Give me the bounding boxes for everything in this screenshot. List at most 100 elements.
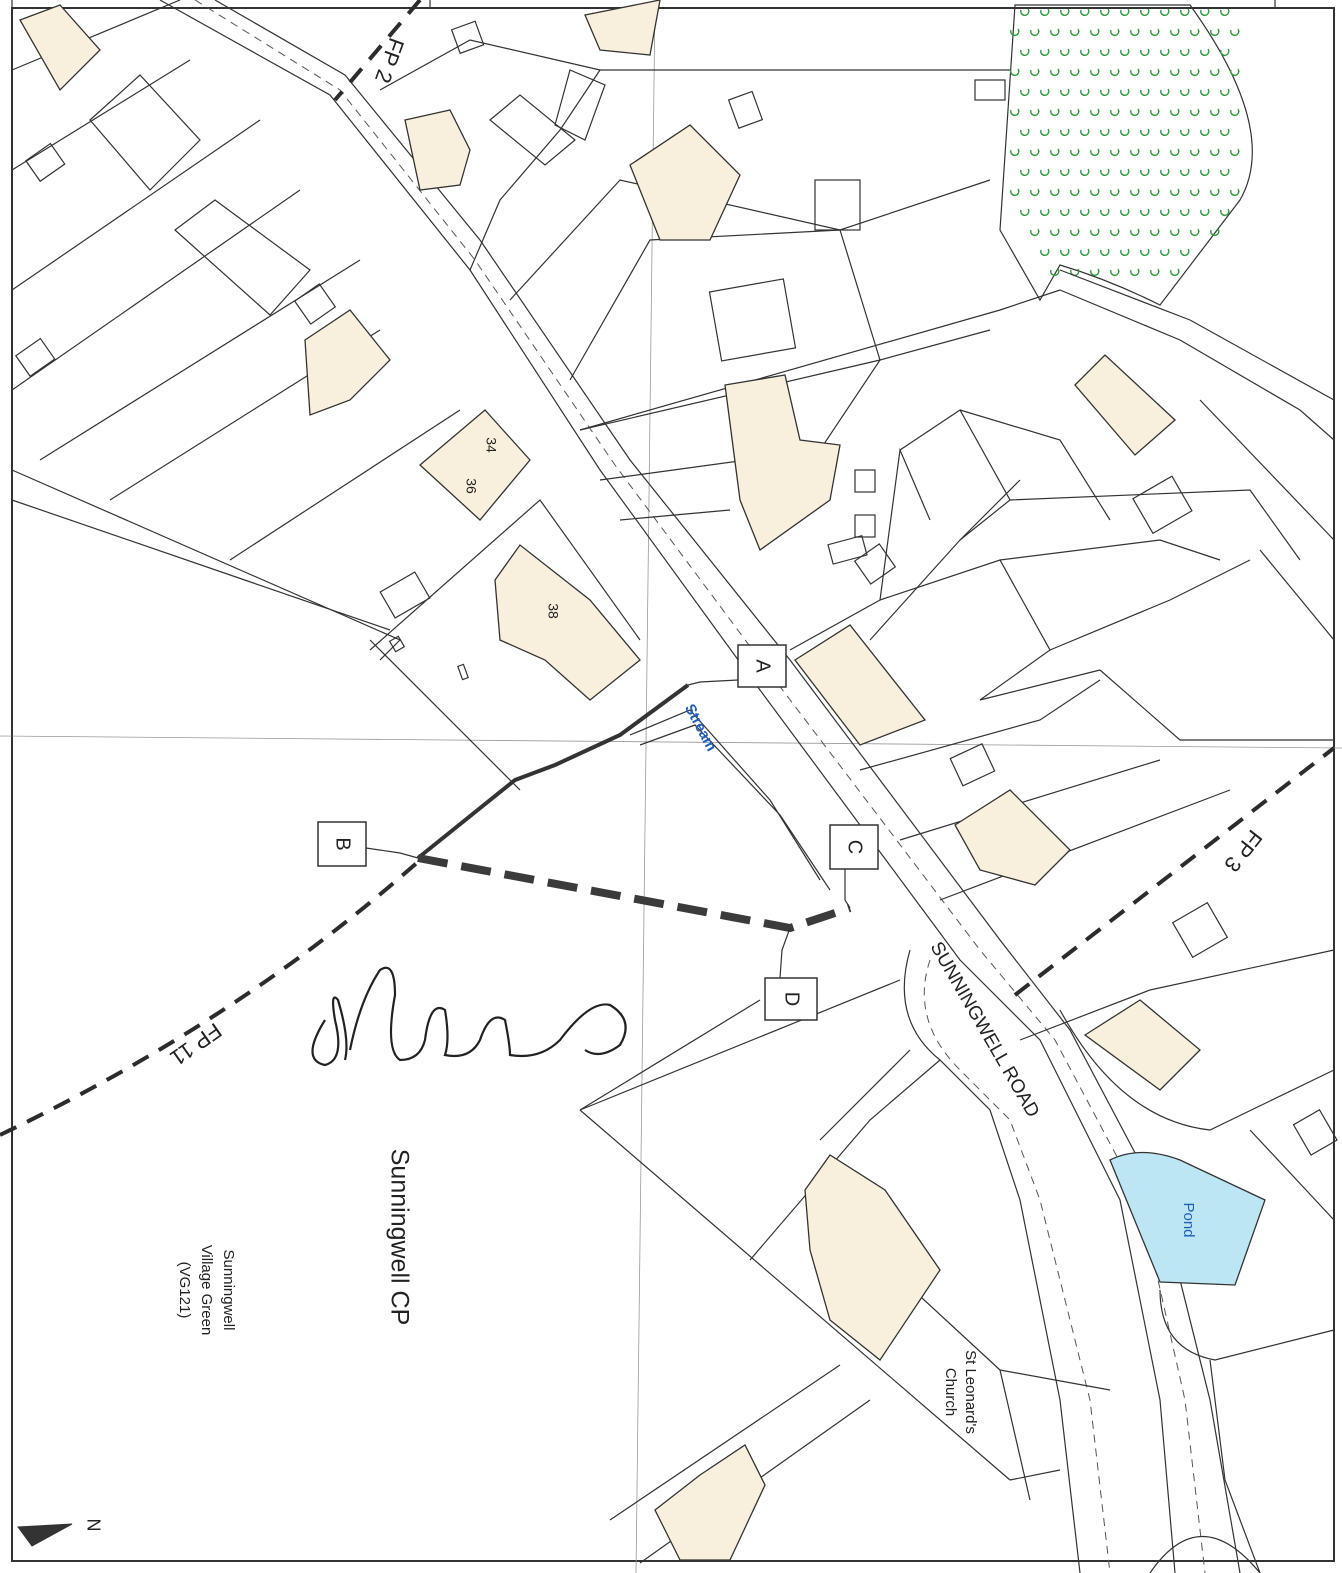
woodland-boundary — [999, 4, 1253, 306]
tree-symbol — [1140, 248, 1150, 257]
house-number-34: 34 — [483, 437, 499, 453]
church-label-line2: Church — [942, 1368, 959, 1416]
tree-symbol — [1060, 168, 1070, 177]
tree-symbol — [1170, 148, 1180, 157]
tree-symbol — [1200, 48, 1210, 57]
tree-symbol — [1110, 228, 1120, 237]
tree-symbol — [1050, 188, 1060, 197]
tree-symbol — [1080, 88, 1090, 97]
tree-symbol — [1010, 148, 1020, 157]
tree-symbol — [1030, 68, 1040, 77]
tree-symbol — [1130, 148, 1140, 157]
title-box-edge — [429, 0, 1276, 9]
tree-symbol — [1220, 208, 1230, 217]
tree-symbol — [1120, 48, 1130, 57]
tree-symbol — [1140, 128, 1150, 137]
north-arrow: N — [17, 1519, 103, 1547]
tree-symbol — [1220, 8, 1230, 17]
tree-symbol — [1130, 268, 1140, 277]
marker-b-label: B — [332, 837, 354, 850]
tree-symbol — [1170, 228, 1180, 237]
tree-symbol — [1120, 168, 1130, 177]
tree-symbol — [1190, 28, 1200, 37]
handwritten-signature — [311, 966, 627, 1067]
house-number-36: 36 — [463, 478, 479, 494]
tree-symbol — [1130, 28, 1140, 37]
tree-symbol — [1150, 68, 1160, 77]
tree-symbol — [1230, 68, 1240, 77]
tree-symbol — [1030, 28, 1040, 37]
tree-symbol — [1070, 108, 1080, 117]
tree-symbol — [1170, 188, 1180, 197]
tree-symbol — [1060, 48, 1070, 57]
tree-symbol — [1160, 88, 1170, 97]
tree-symbol — [1150, 228, 1160, 237]
pond-label: Pond — [1180, 1202, 1197, 1237]
tree-symbol — [1030, 188, 1040, 197]
tree-symbol — [1140, 8, 1150, 17]
tree-symbol — [1010, 188, 1020, 197]
tree-symbol — [1050, 228, 1060, 237]
tree-symbol — [1090, 68, 1100, 77]
tree-symbol — [1180, 168, 1190, 177]
tree-symbol — [1110, 148, 1120, 157]
tree-symbol — [1210, 148, 1220, 157]
tree-symbol — [1120, 128, 1130, 137]
tree-symbol — [1130, 68, 1140, 77]
tree-symbol — [1070, 188, 1080, 197]
tree-symbol — [1220, 48, 1230, 57]
tree-symbol — [1040, 88, 1050, 97]
tree-symbol — [1020, 128, 1030, 137]
tree-symbol — [1040, 208, 1050, 217]
tree-symbol — [1100, 88, 1110, 97]
footpath-fp11-line — [0, 858, 422, 1137]
pond — [1109, 1151, 1266, 1286]
tree-symbol — [1140, 88, 1150, 97]
tree-symbol — [1020, 168, 1030, 177]
tree-symbol — [1090, 268, 1100, 277]
tree-symbol — [1200, 88, 1210, 97]
tree-symbol — [1230, 108, 1240, 117]
tree-symbol — [1200, 128, 1210, 137]
tree-symbol — [1040, 8, 1050, 17]
north-arrow-icon — [17, 1523, 73, 1547]
tree-symbol — [1020, 208, 1030, 217]
tree-symbol — [1090, 188, 1100, 197]
buildings — [14, 0, 1338, 1561]
route-a-to-b — [416, 683, 690, 860]
tree-symbol — [1180, 88, 1190, 97]
tree-symbol — [1100, 128, 1110, 137]
tree-symbol — [1210, 228, 1220, 237]
tree-symbol — [1140, 168, 1150, 177]
north-label: N — [83, 1519, 103, 1532]
tree-symbol — [1210, 188, 1220, 197]
marker-c-label: C — [844, 840, 866, 854]
tree-symbol — [1060, 208, 1070, 217]
tree-symbol — [1070, 148, 1080, 157]
parish-label: Sunningwell CP — [385, 1149, 413, 1326]
tree-symbol — [1030, 148, 1040, 157]
footpath-fp3-label: FP 3 — [1219, 825, 1267, 877]
tree-symbol — [1090, 28, 1100, 37]
tree-symbol — [1070, 228, 1080, 237]
tree-symbol — [1170, 108, 1180, 117]
tree-symbol — [1060, 128, 1070, 137]
grid-line — [0, 735, 1342, 749]
tree-symbol — [1180, 128, 1190, 137]
tree-symbol — [1040, 168, 1050, 177]
tree-symbol — [1200, 168, 1210, 177]
tree-symbol — [1170, 68, 1180, 77]
tree-symbol — [1050, 148, 1060, 157]
tree-symbol — [1150, 268, 1160, 277]
tree-symbol — [1080, 168, 1090, 177]
road-centre-line — [194, 0, 1206, 1573]
tree-symbol — [1150, 188, 1160, 197]
tree-symbol — [1180, 208, 1190, 217]
tree-symbol — [1010, 68, 1020, 77]
tree-symbol — [1020, 88, 1030, 97]
tree-symbol — [1130, 108, 1140, 117]
marker-a: A — [687, 644, 787, 688]
road-name-label: SUNNINGWELL ROAD — [926, 938, 1044, 1121]
